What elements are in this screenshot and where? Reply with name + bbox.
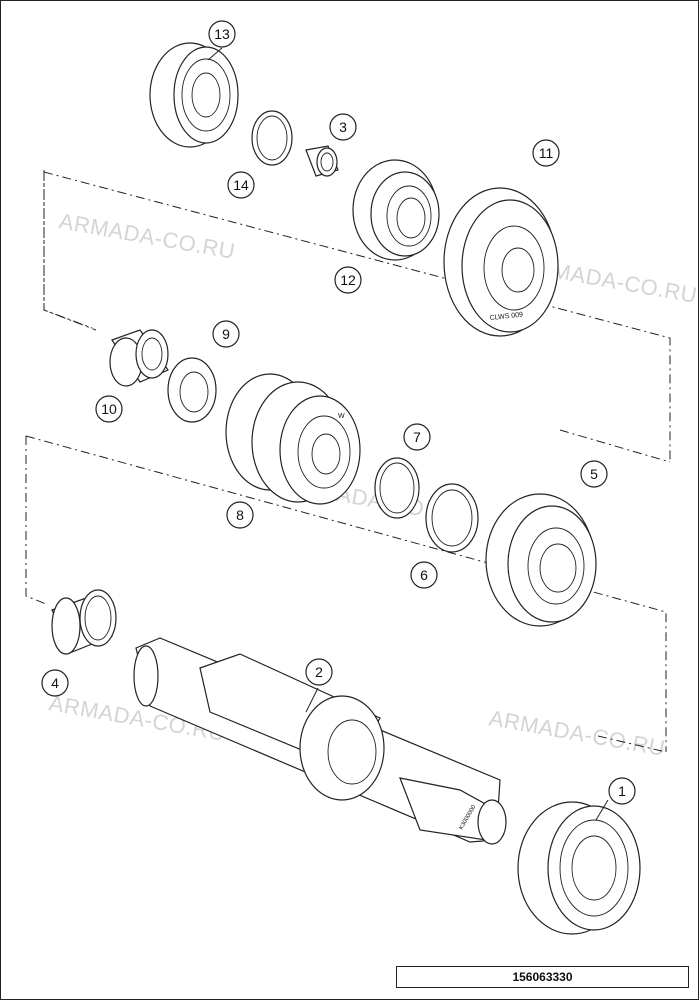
upper-boundary xyxy=(43,170,93,329)
gear-12 xyxy=(352,159,440,261)
bearing-1 xyxy=(517,801,641,935)
svg-text:4: 4 xyxy=(51,675,59,691)
svg-text:11: 11 xyxy=(539,145,554,161)
sleeve-3 xyxy=(305,145,339,177)
washer-9 xyxy=(167,357,217,423)
watermark-5: ARMADA-CO.RU xyxy=(487,705,667,761)
callout-6: 6 xyxy=(410,561,438,589)
callout-9: 9 xyxy=(212,320,240,348)
svg-text:10: 10 xyxy=(101,401,117,417)
washer-6 xyxy=(425,483,479,553)
svg-text:3: 3 xyxy=(339,119,347,135)
callout-8: 8 xyxy=(226,501,254,529)
svg-text:5: 5 xyxy=(590,466,598,482)
gear-8: W xyxy=(225,373,361,505)
callout-13: 13 xyxy=(208,20,236,48)
svg-text:8: 8 xyxy=(236,507,244,523)
ring-14 xyxy=(251,110,293,166)
svg-text:14: 14 xyxy=(233,177,249,193)
assembly-boundaries xyxy=(25,170,671,753)
callout-10: 10 xyxy=(95,395,123,423)
svg-text:7: 7 xyxy=(413,429,421,445)
circlip-7 xyxy=(374,457,420,519)
callouts: 13 3 11 14 12 9 10 7 5 8 6 2 4 1 xyxy=(41,20,636,805)
shaft-2: K3000000 xyxy=(133,637,507,845)
callout-2: 2 xyxy=(305,658,333,686)
svg-text:9: 9 xyxy=(222,326,230,342)
callout-14: 14 xyxy=(227,171,255,199)
callout-3: 3 xyxy=(329,113,357,141)
gear-11: CLWS 009 xyxy=(443,187,559,337)
upper-boundary-path xyxy=(43,171,671,463)
gear-11-marking: CLWS 009 xyxy=(489,312,523,322)
bearing-13 xyxy=(149,42,239,148)
svg-text:6: 6 xyxy=(420,567,428,583)
callout-7: 7 xyxy=(403,423,431,451)
callout-12: 12 xyxy=(334,266,362,294)
svg-text:2: 2 xyxy=(315,664,323,680)
part-number-label: 156063330 xyxy=(396,966,689,988)
leader-lines xyxy=(207,47,609,821)
svg-text:13: 13 xyxy=(214,26,230,42)
svg-text:12: 12 xyxy=(340,272,356,288)
watermark-1: ARMADA-CO.RU xyxy=(57,208,237,264)
callout-4: 4 xyxy=(41,669,69,697)
needle-bearing-10 xyxy=(109,329,169,387)
svg-text:1: 1 xyxy=(618,783,626,799)
callout-11: 11 xyxy=(532,139,560,167)
gear-8-marking: W xyxy=(338,413,345,420)
gear-5 xyxy=(485,493,597,627)
bushing-4 xyxy=(51,589,117,655)
callout-5: 5 xyxy=(580,460,608,488)
callout-1: 1 xyxy=(608,777,636,805)
lower-boundary-path xyxy=(25,435,667,753)
